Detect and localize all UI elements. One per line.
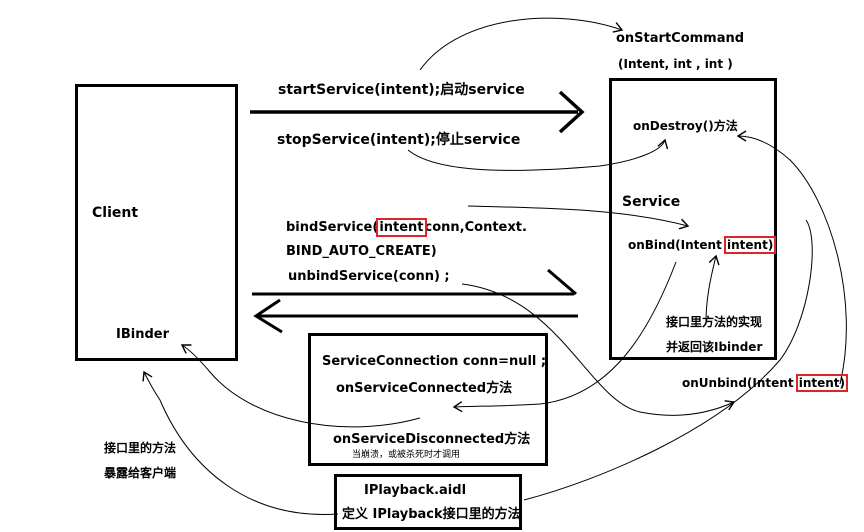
on-bind-prefix: onBind(Intent <box>628 238 727 252</box>
service-connection-box <box>308 333 548 466</box>
on-unbind-intent-highlight: intent) <box>795 374 849 392</box>
impl-line-1: 接口里方法的实现 <box>666 315 763 329</box>
aidl-file-label: IPlayback.aidl <box>364 483 467 498</box>
client-box <box>75 84 238 361</box>
curve-bind-to-onbind <box>467 205 690 230</box>
curve-stop-to-ondestroy <box>407 138 669 171</box>
on-unbind-label: onUnbind(Intent intent) <box>682 374 849 392</box>
bind-service-prefix: bindService( <box>286 220 379 235</box>
on-start-command-label: onStartCommand <box>616 31 745 46</box>
impl-line-2: 并返回该Ibinder <box>666 340 763 354</box>
curve-start-to-onstartcommand <box>419 17 624 71</box>
curve-connection-to-ibinder <box>180 344 421 428</box>
bind-service-suffix: conn,Context. <box>424 220 527 235</box>
service-title: Service <box>622 194 681 210</box>
bind-service-intent-highlight: intent <box>376 218 427 237</box>
curve-impl-to-onbind <box>705 254 720 323</box>
exposure-line-2: 暴露给客户端 <box>104 466 177 480</box>
bind-service-arrow <box>252 268 577 296</box>
service-box <box>609 78 777 360</box>
start-service-label: startService(intent);启动service <box>278 82 525 98</box>
curve-aidl-to-impl <box>523 219 813 501</box>
aidl-box <box>334 474 522 530</box>
on-unbind-prefix: onUnbind(Intent <box>682 376 798 390</box>
on-start-command-params: (Intent, int , int ) <box>618 57 733 71</box>
on-bind-intent-highlight: intent) <box>724 236 777 254</box>
on-service-connected-label: onServiceConnected方法 <box>336 381 513 396</box>
aidl-description: 定义 IPlayback接口里的方法 <box>342 507 521 522</box>
stop-service-label: stopService(intent);停止service <box>277 132 521 148</box>
on-destroy-label: onDestroy()方法 <box>633 119 738 133</box>
binder-return-arrow <box>253 298 578 334</box>
bind-service-label: bindService(intentconn,Context. <box>286 218 527 237</box>
exposure-line-1: 接口里的方法 <box>104 441 177 455</box>
bind-auto-create-label: BIND_AUTO_CREATE) <box>286 244 437 259</box>
unbind-service-label: unbindService(conn) ; <box>288 269 450 284</box>
on-bind-label: onBind(Intent intent) <box>628 236 777 254</box>
disconnected-note: 当崩溃，或被杀死时才调用 <box>352 450 461 460</box>
on-service-disconnected-label: onServiceDisconnected方法 <box>333 432 531 447</box>
client-title: Client <box>92 205 139 221</box>
curve-unbind-to-onunbind <box>461 283 736 416</box>
curve-aidl-to-client <box>142 370 339 515</box>
curve-onbind-to-onconnected <box>452 261 677 413</box>
service-connection-declaration: ServiceConnection conn=null ; <box>322 354 547 369</box>
start-service-arrow <box>250 90 585 134</box>
curve-onunbind-to-ondestroy <box>736 130 847 385</box>
ibinder-label: IBinder <box>116 327 169 342</box>
